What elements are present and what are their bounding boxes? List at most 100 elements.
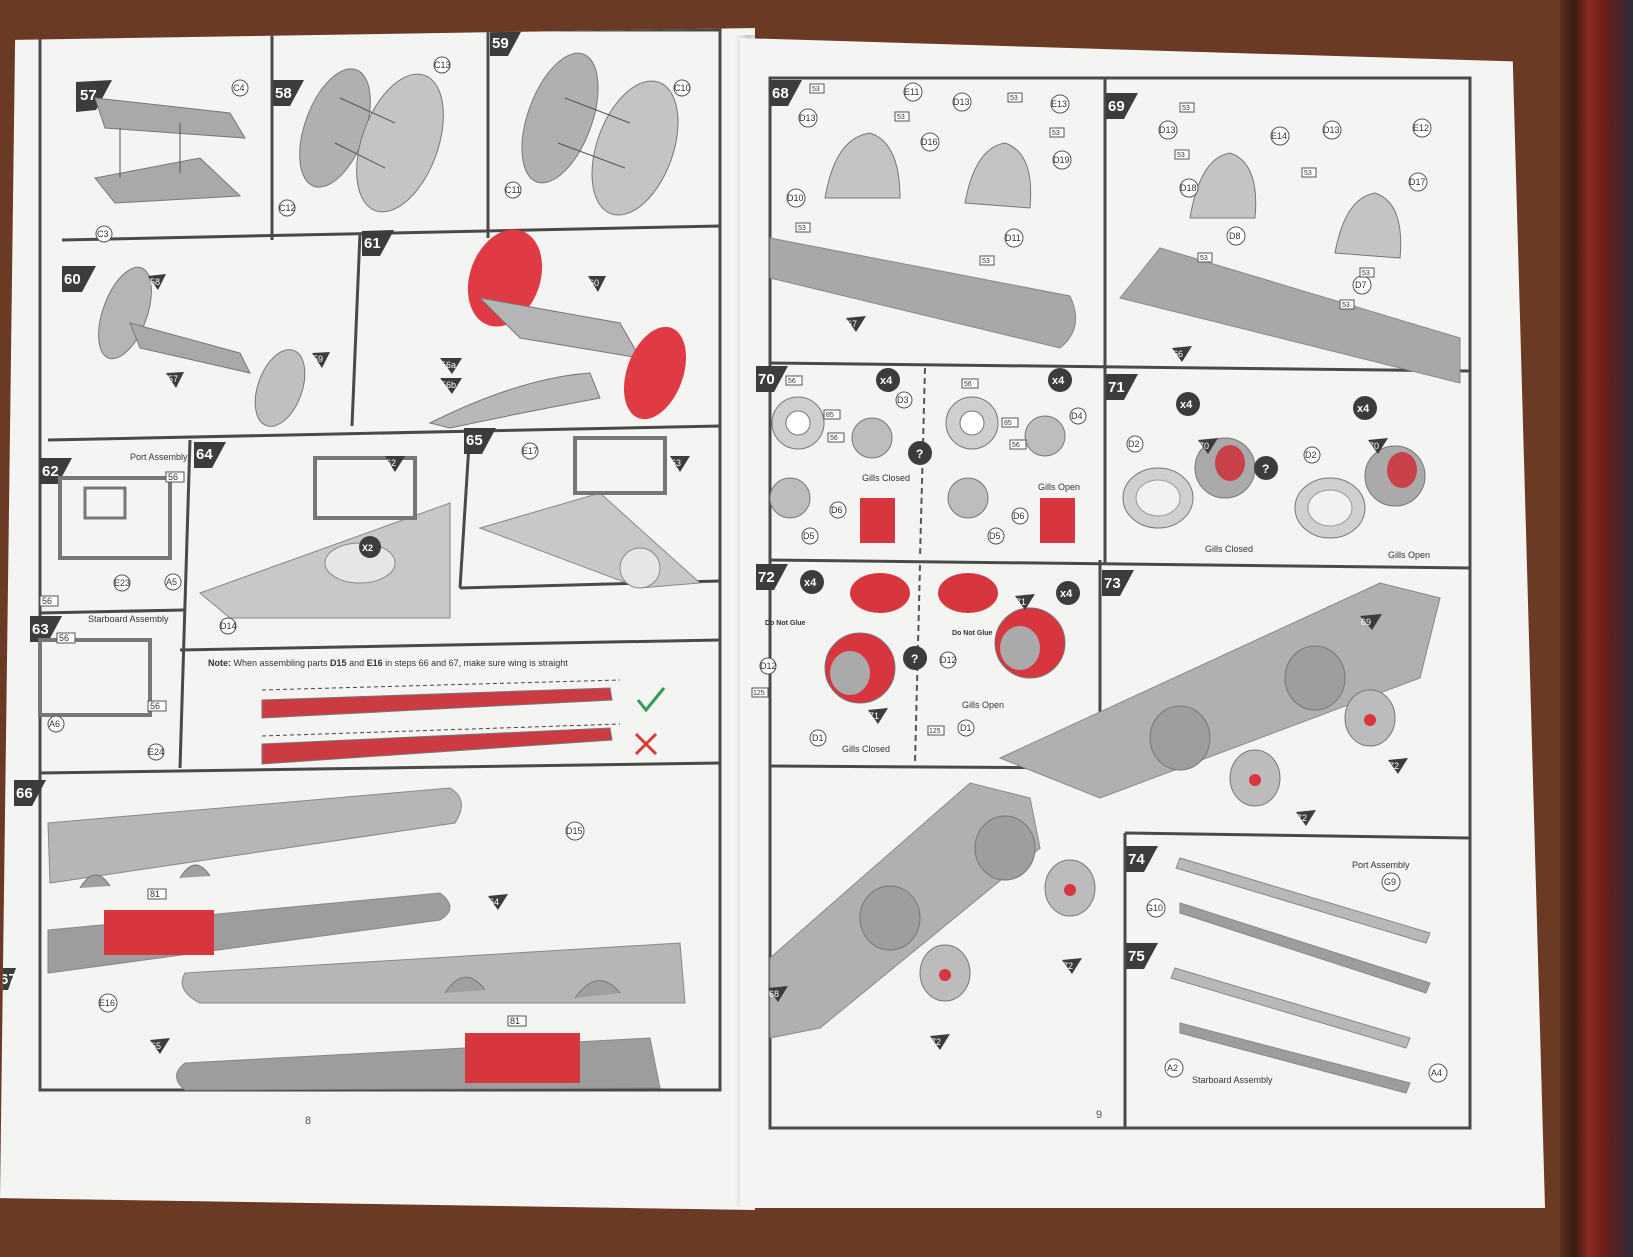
part-label: D13 xyxy=(1323,125,1340,135)
question-icon xyxy=(903,646,927,670)
instruction-page-right: 68 69 70 71 72 73 74 75 E11 D13 D16 D10 … xyxy=(740,38,1545,1208)
part-label: D6 xyxy=(831,505,843,515)
step-72-number: 72 xyxy=(758,569,775,586)
step-ref: 63 xyxy=(671,458,681,468)
paint-code: 56 xyxy=(964,381,972,388)
gills-closed-label: Gills Closed xyxy=(842,744,890,754)
do-not-glue-label: Do Not Glue xyxy=(765,620,806,627)
step-57-illustration: C4 C3 xyxy=(94,79,249,243)
part-label: E12 xyxy=(1413,123,1429,133)
part-label: D13 xyxy=(799,113,816,123)
part-label: D1 xyxy=(812,733,824,743)
paint-code: 125 xyxy=(929,728,941,735)
part-label: A4 xyxy=(1431,1068,1442,1078)
step-57-number: 57 xyxy=(80,87,97,104)
step-ref: 68 xyxy=(769,989,779,999)
paint-code: 85 xyxy=(826,412,834,419)
multiplier-x4: x4 xyxy=(880,375,893,387)
paint-code: 53 xyxy=(1182,105,1190,112)
step-66-illustration: D15 64 81 xyxy=(47,787,585,974)
part-label: E13 xyxy=(1051,99,1067,109)
part-label: D4 xyxy=(1071,411,1083,421)
step-ref: 67 xyxy=(847,319,857,329)
part-label: D16 xyxy=(921,137,938,147)
step-ref: 62 xyxy=(386,458,396,468)
step-ref: 56b xyxy=(441,380,456,390)
part-label: D13 xyxy=(1159,125,1176,135)
step-70-number: 70 xyxy=(758,371,775,388)
step-58-illustration: C13 C12 xyxy=(278,56,451,217)
step-62-number: 62 xyxy=(42,463,59,480)
do-not-glue-label: Do Not Glue xyxy=(952,630,993,637)
question-icon xyxy=(908,441,932,465)
step-66-number: 66 xyxy=(16,785,33,802)
part-label: D7 xyxy=(1355,280,1367,290)
table-edge xyxy=(1560,0,1633,1257)
question-icon xyxy=(1254,456,1278,480)
part-label: D6 xyxy=(1013,511,1025,521)
step-ref: 70 xyxy=(1199,441,1209,451)
step-60-number: 60 xyxy=(64,271,81,288)
paint-code: 53 xyxy=(1200,255,1208,262)
step-70-illustration: x4 ? Gills Closed x4 Gills Open D3 D5 D6… xyxy=(769,368,1087,545)
part-label: E23 xyxy=(114,578,130,588)
step-60-illustration: 58 57 59 xyxy=(98,266,330,427)
step-57-tab xyxy=(76,80,112,112)
port-assembly-title: Port Assembly xyxy=(130,452,188,462)
paint-code: 81 xyxy=(510,1016,520,1026)
part-label: C10 xyxy=(674,83,691,93)
part-label: A5 xyxy=(166,577,177,587)
gills-closed-label: Gills Closed xyxy=(1205,544,1253,554)
step-ref: 71 xyxy=(869,711,879,721)
starboard-assembly-title: Starboard Assembly xyxy=(1192,1075,1273,1085)
part-label: D11 xyxy=(1005,233,1021,243)
part-label: D2 xyxy=(1128,439,1140,449)
paint-code: 53 xyxy=(1304,170,1312,177)
step-ref: 64 xyxy=(489,897,499,907)
paint-code: 53 xyxy=(1177,152,1185,159)
step-65-number: 65 xyxy=(466,432,483,449)
paint-code: 53 xyxy=(1052,130,1060,137)
step-ref: 59 xyxy=(313,354,323,364)
part-label: C13 xyxy=(434,60,451,70)
part-label: D14 xyxy=(220,621,237,631)
step-59-number: 59 xyxy=(492,35,509,52)
paint-code: 53 xyxy=(1342,302,1350,309)
part-label: G9 xyxy=(1384,877,1396,887)
part-label: D1 xyxy=(960,723,972,733)
part-label: D5 xyxy=(989,531,1001,541)
step-ref: 72 xyxy=(1063,961,1073,971)
step-61-illustration: 60 56a 56b xyxy=(428,229,687,429)
step-ref: 65 xyxy=(151,1041,161,1051)
gills-open-label: Gills Open xyxy=(1388,550,1430,560)
wrong-cross-icon xyxy=(634,732,658,756)
svg-text:?: ? xyxy=(911,652,918,666)
step-64-number: 64 xyxy=(196,446,213,463)
multiplier-x4: x4 xyxy=(1060,588,1073,600)
step-64-illustration: 62 X2 D14 xyxy=(199,456,451,635)
part-label: E11 xyxy=(904,87,919,97)
step-71-number: 71 xyxy=(1108,379,1125,396)
part-label: D15 xyxy=(566,826,583,836)
step-ref: 58 xyxy=(150,277,160,287)
part-label: D13 xyxy=(953,97,970,107)
step-68-illustration: E11 D13 D16 D10 E13 D13 D19 D11 67 53 53… xyxy=(769,82,1077,349)
paint-code: 53 xyxy=(812,86,820,93)
paint-code: 53 xyxy=(1362,270,1370,277)
paint-code: 85 xyxy=(1004,420,1012,427)
step-63-number: 63 xyxy=(32,621,49,638)
svg-text:?: ? xyxy=(1262,462,1269,476)
paint-code: 56 xyxy=(42,596,52,606)
left-page-artwork: 57 58 59 60 61 62 64 65 63 66 67 C4 C3 C… xyxy=(0,28,722,1127)
step-63-illustration: Starboard Assembly A6 E24 56 56 xyxy=(38,614,169,761)
part-label: D19 xyxy=(1053,155,1070,165)
paint-code: 81 xyxy=(150,889,160,899)
paint-code: 125 xyxy=(753,690,765,697)
step-ref: 66 xyxy=(1173,349,1183,359)
page-number-right: 9 xyxy=(1096,1109,1102,1121)
paint-code: 56 xyxy=(788,378,796,385)
part-label: D2 xyxy=(1305,450,1317,460)
step-ref: 60 xyxy=(589,278,599,288)
step-61-number: 61 xyxy=(364,235,381,252)
multiplier-x4: x4 xyxy=(1052,375,1065,387)
